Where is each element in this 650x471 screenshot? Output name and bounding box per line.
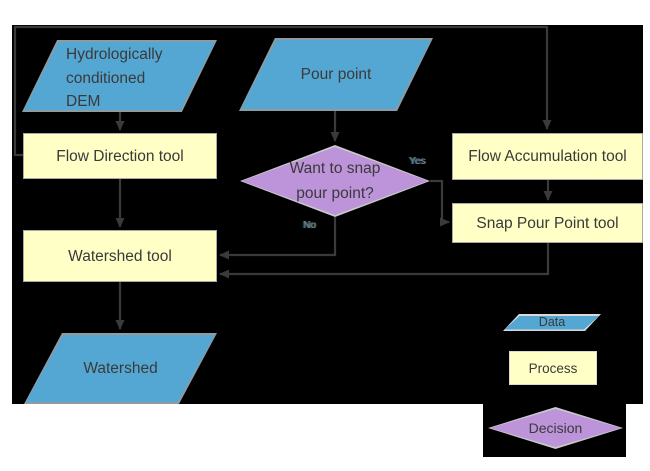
node-pour-point-fill [241, 40, 431, 109]
legend-data-fill [504, 315, 600, 330]
node-watershed-tool-label: Watershed tool [68, 247, 172, 265]
node-snap-pour-point-tool: Snap Pour Point tool [452, 203, 643, 243]
edge-label-no: No [303, 220, 316, 231]
legend-process-label: Process [528, 360, 578, 376]
legend-process-shape: Process [509, 351, 597, 385]
node-watershed-tool: Watershed tool [23, 230, 217, 282]
node-watershed-output-label: Watershed [83, 360, 158, 377]
node-dem-fill [24, 42, 215, 110]
node-snap-pour-point-label: Snap Pour Point tool [476, 214, 619, 232]
legend-data-label: Data [538, 315, 566, 329]
edge-label-yes: Yes [409, 156, 426, 167]
legend-decision-shape: Decision [488, 407, 623, 449]
node-dem-label: Hydrologically conditioned DEM [66, 46, 163, 110]
node-pour-point: Pour point [239, 38, 433, 111]
node-flow-accumulation-tool: Flow Accumulation tool [452, 133, 643, 180]
node-flow-direction-tool: Flow Direction tool [23, 133, 217, 179]
node-flow-direction-label: Flow Direction tool [56, 147, 184, 165]
node-decision-diamond: Want to snap pour point? [240, 145, 430, 217]
node-watershed-output: Watershed [24, 333, 217, 404]
node-dem [22, 40, 217, 112]
node-decision-label: Want to snap pour point? [289, 160, 381, 202]
legend-data-shape: Data [503, 314, 601, 331]
legend-decision-label: Decision [528, 419, 583, 436]
node-flow-accumulation-label: Flow Accumulation tool [468, 148, 627, 165]
node-pour-point-label: Pour point [300, 66, 372, 83]
node-watershed-output-fill [26, 335, 215, 402]
